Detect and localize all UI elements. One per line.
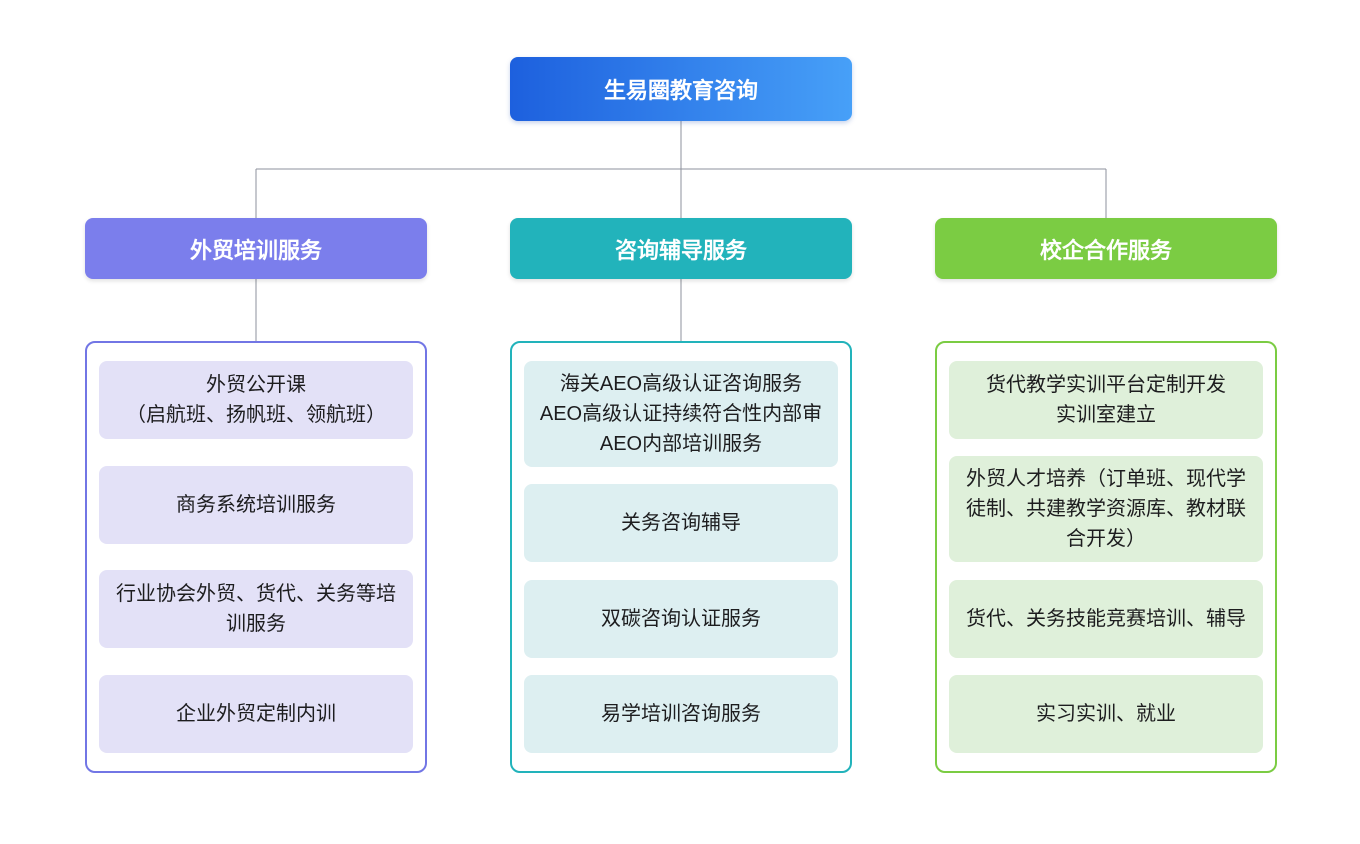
- branch-header-label: 咨询辅导服务: [614, 237, 747, 263]
- service-item[interactable]: 企业外贸定制内训: [99, 674, 413, 753]
- branch-header-label: 外贸培训服务: [189, 237, 322, 263]
- service-item[interactable]: 关务咨询辅导: [524, 484, 838, 563]
- service-item[interactable]: 易学培训咨询服务: [524, 674, 838, 753]
- branch-header-label: 校企合作服务: [1039, 237, 1172, 263]
- service-item[interactable]: 双碳咨询认证服务: [524, 579, 838, 658]
- service-item[interactable]: 货代、关务技能竞赛培训、辅导: [949, 579, 1263, 658]
- service-item[interactable]: 海关AEO高级认证咨询服务 AEO高级认证持续符合性内部审 AEO内部培训服务: [524, 361, 838, 467]
- branch-header-foreign-trade-training[interactable]: 外贸培训服务: [85, 218, 427, 279]
- service-item[interactable]: 外贸公开课 （启航班、扬帆班、领航班）: [99, 361, 413, 439]
- service-item[interactable]: 实习实训、就业: [949, 674, 1263, 753]
- root-node[interactable]: 生易圈教育咨询: [510, 57, 852, 121]
- branch-header-consulting-coaching[interactable]: 咨询辅导服务: [510, 218, 852, 279]
- service-item[interactable]: 货代教学实训平台定制开发 实训室建立: [949, 361, 1263, 439]
- service-item[interactable]: 商务系统培训服务: [99, 465, 413, 544]
- service-item[interactable]: 行业协会外贸、货代、关务等培训服务: [99, 570, 413, 649]
- branch-group-school-enterprise-cooperation: 货代教学实训平台定制开发 实训室建立 外贸人才培养（订单班、现代学徒制、共建教学…: [935, 341, 1277, 773]
- branch-header-school-enterprise-cooperation[interactable]: 校企合作服务: [935, 218, 1277, 279]
- branch-group-consulting-coaching: 海关AEO高级认证咨询服务 AEO高级认证持续符合性内部审 AEO内部培训服务 …: [510, 341, 852, 773]
- root-node-label: 生易圈教育咨询: [603, 78, 758, 103]
- service-item[interactable]: 外贸人才培养（订单班、现代学徒制、共建教学资源库、教材联合开发）: [949, 456, 1263, 563]
- branch-group-foreign-trade-training: 外贸公开课 （启航班、扬帆班、领航班） 商务系统培训服务 行业协会外贸、货代、关…: [85, 341, 427, 773]
